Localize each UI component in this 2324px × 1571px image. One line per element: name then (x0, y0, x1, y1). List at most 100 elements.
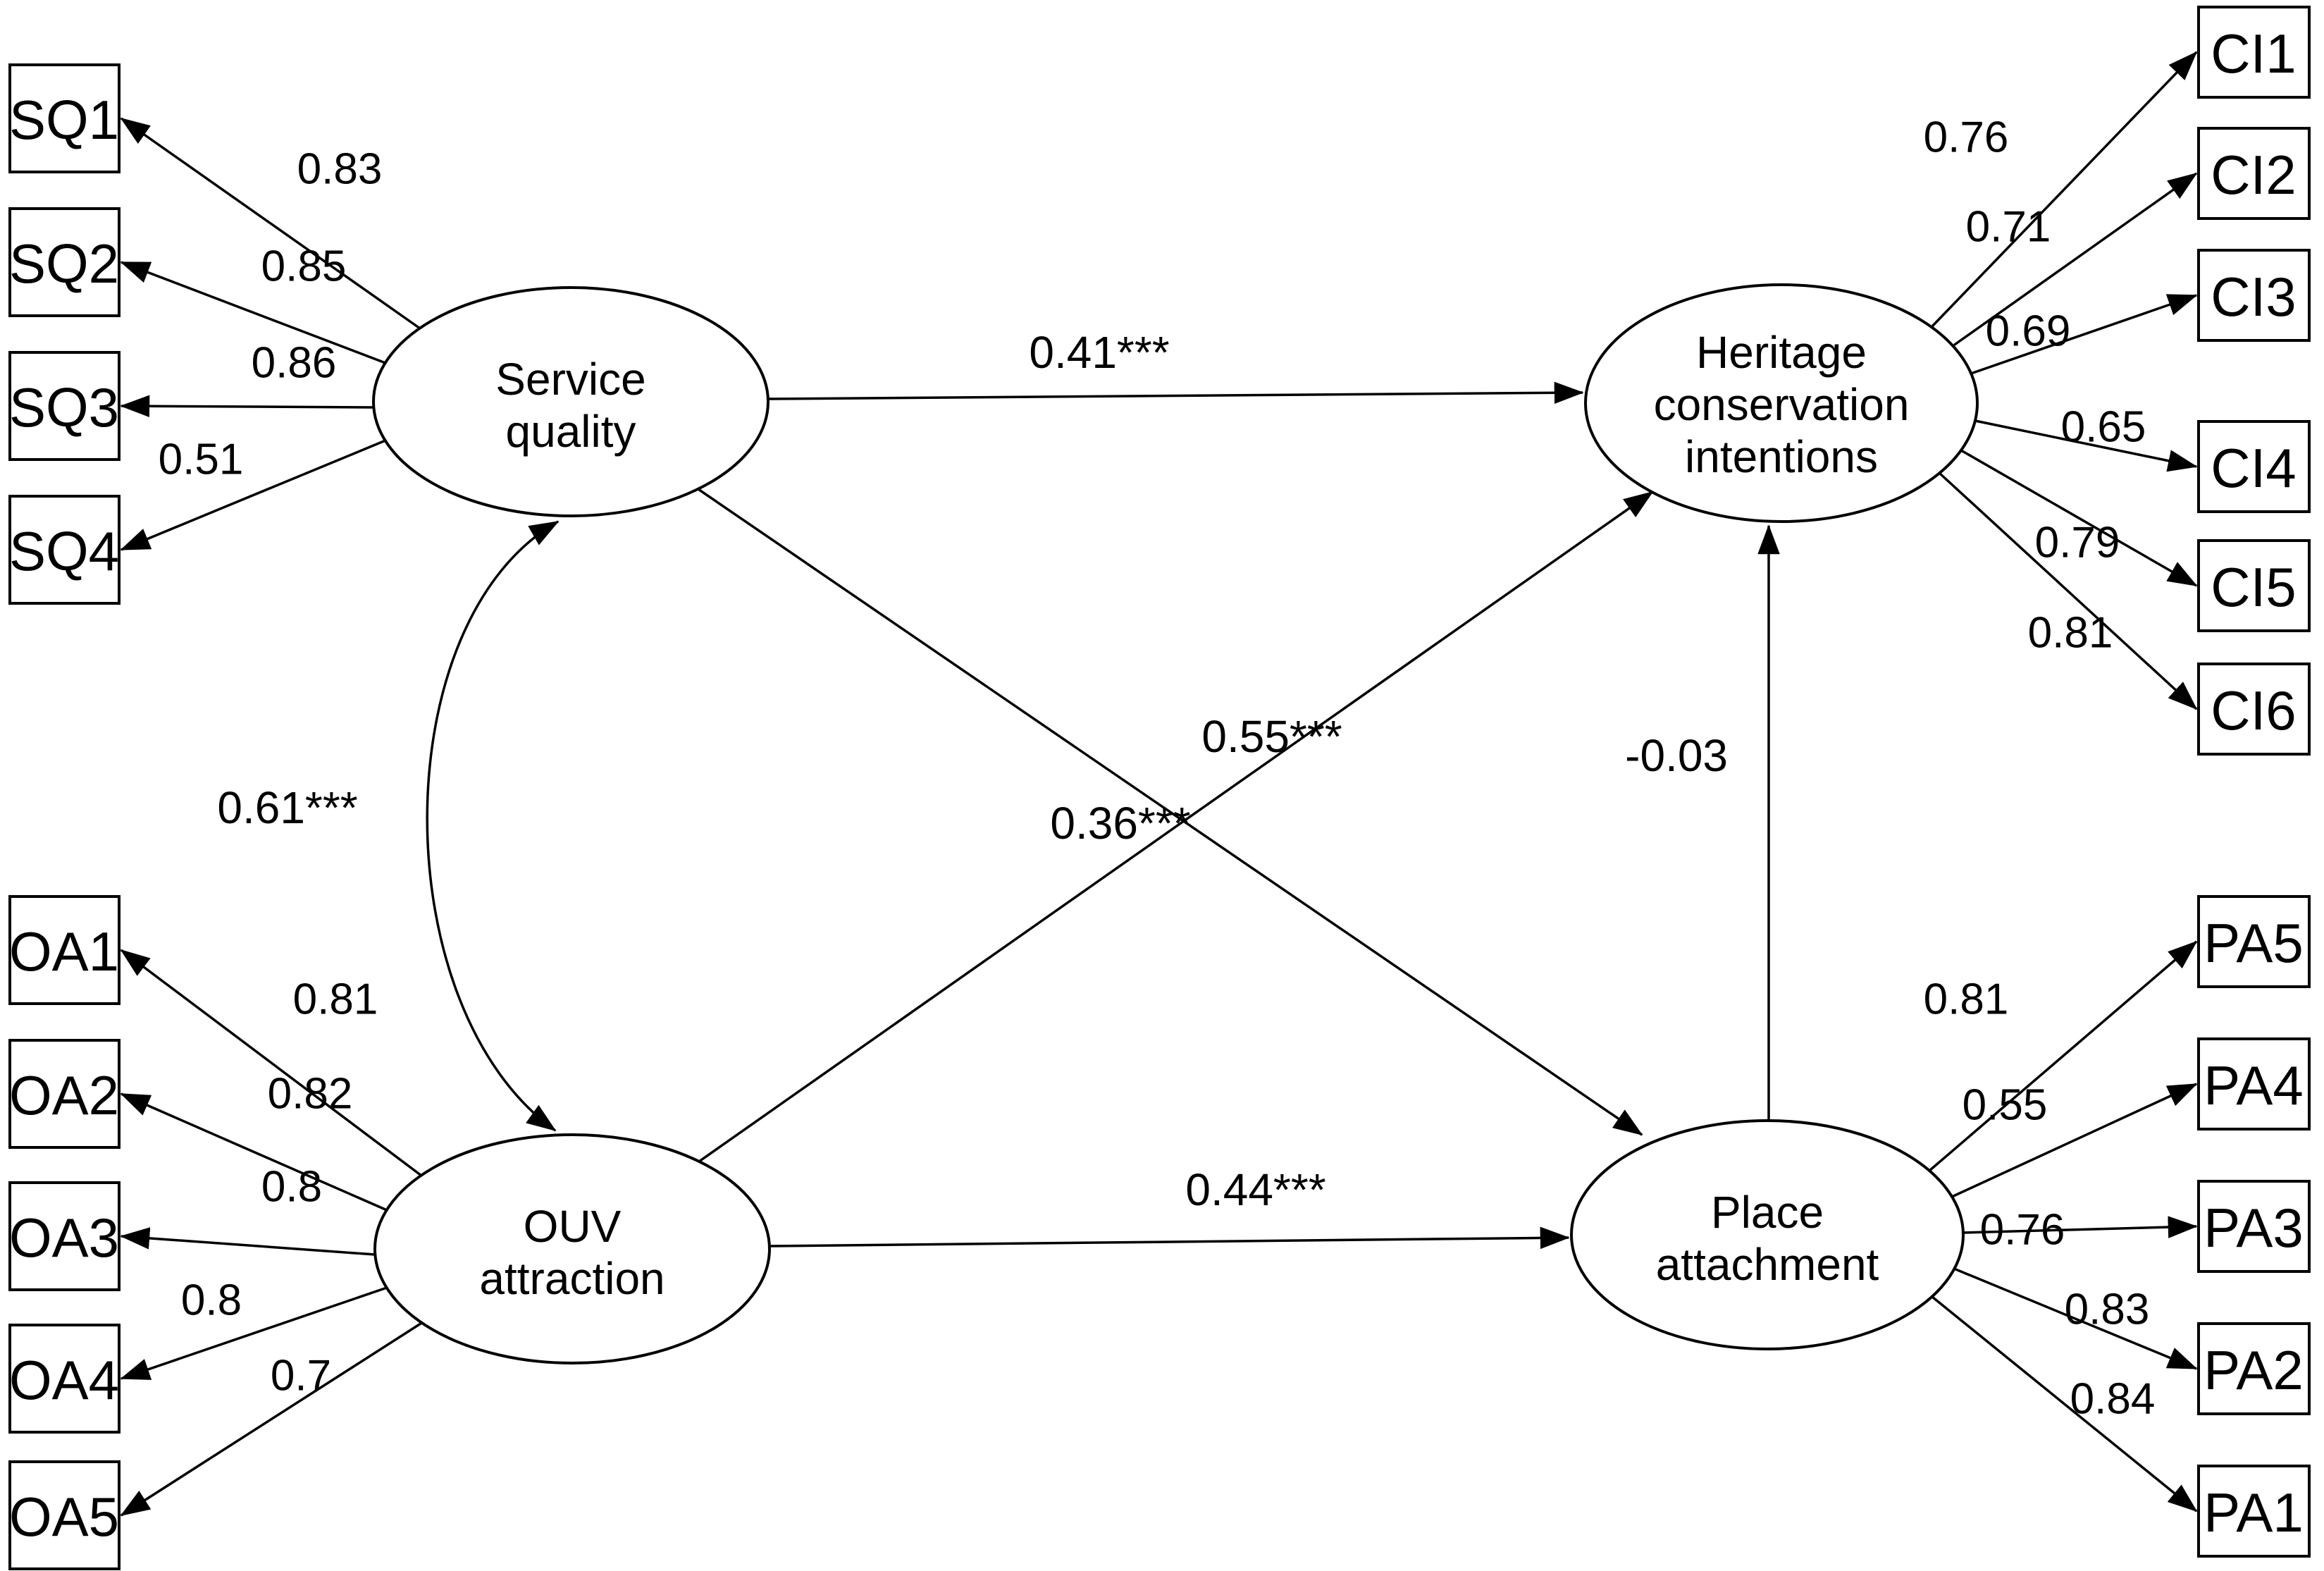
latent-label-service-quality-line2: quality (506, 406, 636, 457)
loading-label-ci3: 0.69 (1986, 307, 2071, 356)
indicator-label-oa3: OA3 (9, 1207, 119, 1269)
latent-ellipse-service-quality (372, 286, 769, 517)
loading-arrow-pa5 (1928, 940, 2198, 1172)
loading-label-sq4: 0.51 (159, 436, 244, 484)
latent-ellipse-place-attachment (1570, 1119, 1965, 1350)
indicator-box-oa4 (8, 1324, 120, 1434)
path-arrow-sq-to-pa (693, 485, 1643, 1136)
indicator-label-sq4: SQ4 (9, 520, 119, 582)
loading-arrow-ci3 (1970, 294, 2198, 375)
loading-arrow-oa4 (120, 1286, 388, 1380)
path-label-covariance-sq-ouv: 0.61*** (217, 782, 357, 833)
indicator-box-oa5 (8, 1460, 120, 1570)
loading-label-oa2: 0.82 (268, 1070, 353, 1119)
latent-label-place-attachment-line1: Place (1711, 1187, 1824, 1238)
indicator-label-ci5: CI5 (2211, 556, 2296, 618)
indicator-box-pa2 (2197, 1322, 2311, 1415)
loading-arrow-sq3 (120, 395, 374, 417)
loading-label-sq3: 0.86 (252, 339, 337, 388)
loading-label-oa3: 0.8 (261, 1163, 322, 1212)
loading-arrow-oa1 (120, 949, 423, 1177)
loading-arrow-ci2 (1951, 172, 2198, 347)
indicator-box-sq4 (8, 495, 120, 605)
loading-label-ci6: 0.81 (2028, 609, 2113, 658)
loading-label-oa1: 0.81 (293, 975, 378, 1024)
indicator-label-pa1: PA1 (2204, 1481, 2304, 1544)
indicator-box-oa2 (8, 1039, 120, 1149)
loading-arrow-oa2 (120, 1092, 388, 1212)
indicator-box-sq3 (8, 351, 120, 461)
loading-label-pa3: 0.76 (1980, 1206, 2065, 1255)
indicator-label-sq1: SQ1 (9, 89, 119, 151)
loading-arrow-oa5 (120, 1321, 424, 1517)
loading-arrow-sq4 (120, 439, 386, 551)
loading-arrow-oa3 (120, 1227, 376, 1256)
indicator-label-oa4: OA4 (9, 1349, 119, 1411)
loading-arrow-ci5 (1960, 449, 2198, 587)
indicator-label-ci3: CI3 (2211, 266, 2296, 328)
latent-label-heritage-line2: conservation (1654, 379, 1910, 430)
loading-label-ci5: 0.79 (2035, 519, 2120, 567)
indicator-label-oa1: OA1 (9, 920, 119, 982)
loading-arrow-ci1 (1930, 51, 2198, 328)
loading-label-ci2: 0.71 (1966, 203, 2051, 252)
latent-label-heritage-line1: Heritage (1696, 327, 1867, 378)
covariance-arc-sq-ouv (426, 520, 560, 1132)
loading-arrow-pa2 (1953, 1267, 2198, 1370)
latent-label-ouv-attraction-line2: attraction (479, 1253, 665, 1304)
latent-label-place-attachment-line2: attachment (1656, 1239, 1879, 1290)
path-label-sq-to-pa: 0.36*** (1050, 798, 1190, 849)
indicator-label-ci1: CI1 (2211, 23, 2296, 85)
indicator-label-ci6: CI6 (2211, 679, 2296, 741)
loading-arrow-pa1 (1931, 1295, 2198, 1513)
loading-arrow-ci4 (1974, 419, 2198, 472)
loading-label-pa5: 0.81 (1924, 975, 2009, 1024)
latent-label-heritage-line3: intentions (1685, 431, 1878, 482)
latent-ellipse-heritage-conservation-intentions (1584, 283, 1979, 523)
indicator-box-pa4 (2197, 1037, 2311, 1130)
indicator-label-oa2: OA2 (9, 1064, 119, 1126)
latent-label-service-quality-line1: Service (495, 354, 645, 405)
latent-label-ouv-attraction-line1: OUV (524, 1201, 622, 1252)
indicator-box-ci4 (2197, 420, 2311, 513)
loading-label-sq1: 0.83 (297, 145, 383, 194)
indicator-label-oa5: OA5 (9, 1486, 119, 1548)
path-label-ouv-to-hci: 0.55*** (1201, 711, 1342, 762)
indicator-label-pa4: PA4 (2204, 1054, 2304, 1116)
loading-label-ci1: 0.76 (1924, 113, 2009, 162)
path-arrow-ouv-to-pa (769, 1226, 1570, 1250)
indicator-label-sq2: SQ2 (9, 233, 119, 295)
indicator-box-ci6 (2197, 663, 2311, 756)
indicator-box-ci2 (2197, 127, 2311, 220)
indicator-label-sq3: SQ3 (9, 376, 119, 438)
indicator-label-pa5: PA5 (2204, 912, 2304, 974)
loading-arrow-pa4 (1951, 1083, 2198, 1198)
path-arrow-sq-to-hci (767, 381, 1584, 405)
indicator-box-ci3 (2197, 249, 2311, 342)
indicator-box-ci1 (2197, 6, 2311, 99)
loading-arrow-ci6 (1938, 472, 2198, 710)
path-label-sq-to-hci: 0.41*** (1029, 327, 1169, 378)
loading-label-sq2: 0.85 (261, 242, 347, 291)
indicator-box-pa1 (2197, 1465, 2311, 1558)
loading-label-oa5: 0.7 (271, 1352, 331, 1400)
loading-arrow-sq1 (120, 117, 421, 330)
indicator-box-pa3 (2197, 1180, 2311, 1273)
latent-ellipse-ouv-attraction (373, 1133, 771, 1364)
loading-label-oa4: 0.8 (181, 1276, 242, 1325)
indicator-box-oa3 (8, 1181, 120, 1291)
loading-arrow-pa3 (1963, 1216, 2198, 1238)
loading-arrow-sq2 (120, 261, 386, 364)
loading-label-pa2: 0.83 (2065, 1286, 2150, 1334)
loading-label-pa1: 0.84 (2070, 1375, 2156, 1424)
indicator-box-sq2 (8, 207, 120, 317)
indicator-box-oa1 (8, 895, 120, 1005)
indicator-label-ci2: CI2 (2211, 144, 2296, 206)
indicator-label-pa2: PA2 (2204, 1339, 2304, 1401)
path-arrow-ouv-to-hci (698, 491, 1654, 1163)
indicator-label-ci4: CI4 (2211, 437, 2296, 499)
loading-label-ci4: 0.65 (2061, 403, 2146, 452)
path-label-pa-to-hci: -0.03 (1625, 730, 1728, 781)
